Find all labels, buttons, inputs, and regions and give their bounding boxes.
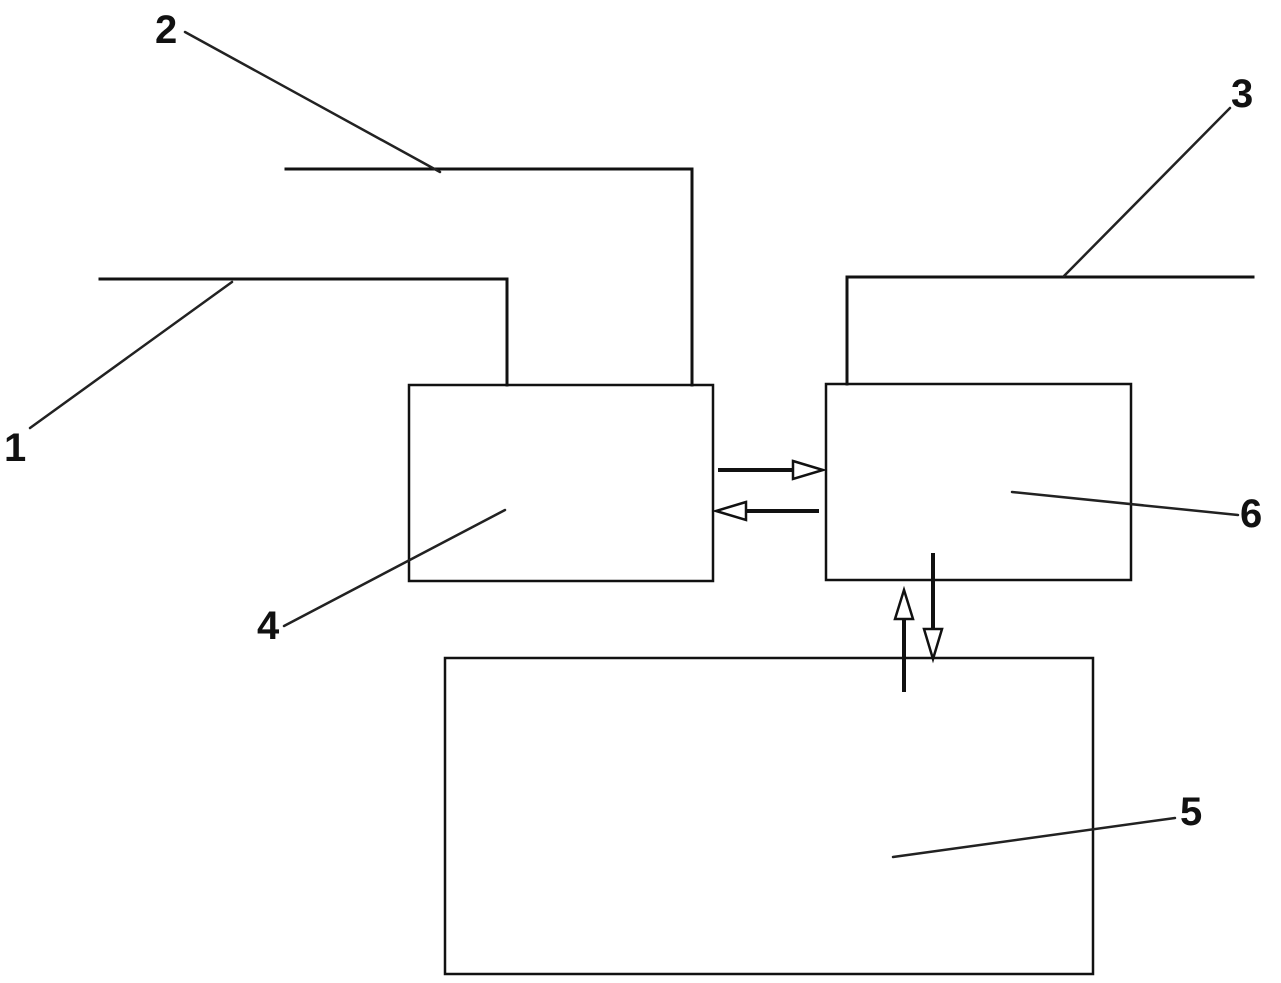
leader-4 <box>282 508 507 628</box>
leader-3 <box>1062 106 1232 278</box>
ref-label-1: 1 <box>4 426 27 470</box>
block-6 <box>824 382 1133 582</box>
ref-label-3: 3 <box>1231 72 1254 116</box>
ref-label-2: 2 <box>155 8 178 52</box>
block-5 <box>443 656 1095 976</box>
ref-label-5: 5 <box>1180 790 1203 834</box>
line-1 <box>98 277 509 387</box>
arrow-6-to-5 <box>922 553 944 664</box>
block-4 <box>407 383 715 583</box>
arrow-4-to-6 <box>718 459 828 481</box>
arrow-6-to-4 <box>711 500 819 522</box>
leader-2 <box>183 30 442 174</box>
leader-1 <box>28 280 234 430</box>
arrow-5-to-6 <box>893 585 915 692</box>
ref-label-6: 6 <box>1240 492 1263 536</box>
line-2 <box>284 167 694 387</box>
leader-5 <box>891 816 1177 859</box>
line-3 <box>845 275 1255 386</box>
leader-6 <box>1010 490 1240 517</box>
ref-label-4: 4 <box>257 604 280 648</box>
